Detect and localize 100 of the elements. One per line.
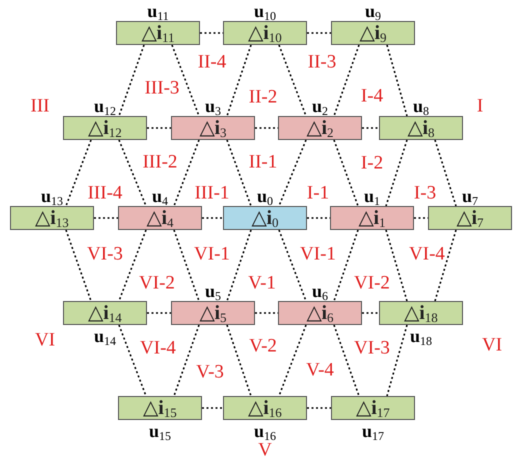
voltage-label: u$_{9}$ — [365, 2, 381, 20]
dotted-connector — [307, 217, 330, 219]
sector-label: V-3 — [196, 362, 224, 382]
current-symbol: △i$_{4}$ — [146, 208, 174, 228]
dotted-connector — [171, 44, 200, 116]
current-symbol: △i$_{18}$ — [404, 303, 438, 323]
sector-label: II-2 — [248, 88, 278, 106]
dotted-connector — [278, 140, 307, 206]
dotted-connector — [434, 140, 457, 206]
dotted-connector — [173, 140, 200, 206]
sector-label: VI-1 — [194, 244, 230, 264]
sector-label: II-4 — [198, 52, 226, 72]
sector-label: VI-3 — [354, 338, 390, 358]
dotted-connector — [362, 312, 379, 314]
voltage-label: u$_{13}$ — [41, 187, 63, 205]
sector-label: III-1 — [194, 184, 230, 202]
sector-label: II-3 — [308, 52, 336, 72]
dotted-connector — [307, 407, 331, 409]
voltage-label: u$_{12}$ — [94, 97, 116, 115]
voltage-label: u$_{17}$ — [362, 422, 384, 440]
voltage-label: u$_{3}$ — [205, 97, 221, 115]
current-symbol: △i$_{1}$ — [358, 208, 386, 228]
sector-label: V-4 — [306, 360, 334, 380]
sector-label: III-4 — [88, 184, 122, 202]
sector-label: I — [476, 96, 484, 116]
current-symbol: △i$_{8}$ — [407, 118, 435, 138]
current-symbol: △i$_{11}$ — [141, 23, 175, 43]
dotted-connector — [333, 140, 359, 206]
sector-label: III-3 — [144, 78, 180, 98]
voltage-label: u$_{15}$ — [149, 422, 171, 440]
dotted-connector — [278, 324, 307, 396]
sector-label: II-1 — [248, 152, 278, 172]
dotted-connector — [65, 140, 92, 206]
voltage-label: u$_{1}$ — [364, 187, 380, 205]
sector-label: VI-2 — [139, 274, 175, 292]
sector-label: VI-3 — [87, 244, 123, 264]
dotted-connector — [333, 324, 360, 396]
sector-label: I-4 — [360, 86, 384, 106]
dotted-connector — [147, 312, 171, 314]
dotted-connector — [333, 230, 359, 302]
dotted-connector — [307, 32, 331, 34]
current-symbol: △i$_{7}$ — [456, 208, 484, 228]
dotted-connector — [94, 217, 118, 219]
dotted-connector — [173, 324, 200, 396]
current-symbol: △i$_{15}$ — [143, 398, 177, 418]
dotted-connector — [118, 324, 147, 396]
current-symbol: △i$_{0}$ — [251, 208, 279, 228]
dotted-connector — [414, 217, 428, 219]
dotted-connector — [147, 127, 171, 129]
sector-label: I-2 — [360, 154, 384, 172]
current-symbol: △i$_{9}$ — [359, 23, 387, 43]
dotted-connector — [118, 44, 145, 116]
dotted-connector — [226, 140, 252, 206]
sector-label: V-2 — [249, 336, 277, 356]
voltage-label: u$_{14}$ — [94, 327, 116, 345]
dotted-connector — [226, 324, 252, 396]
sector-label: VI-2 — [354, 274, 390, 292]
dotted-connector — [200, 32, 223, 34]
dotted-connector — [226, 44, 252, 116]
sector-label: I-3 — [414, 184, 436, 202]
dotted-connector — [255, 312, 278, 314]
sector-label: VI — [482, 336, 502, 354]
sector-label: V-1 — [248, 274, 276, 292]
dotted-connector — [386, 44, 408, 116]
voltage-label: u$_{8}$ — [413, 97, 429, 115]
voltage-label: u$_{2}$ — [312, 97, 328, 115]
dotted-connector — [173, 230, 200, 302]
voltage-label: u$_{11}$ — [147, 2, 169, 20]
dotted-connector — [202, 407, 223, 409]
sector-label: VI — [34, 330, 56, 350]
voltage-label: u$_{6}$ — [312, 282, 328, 300]
current-symbol: △i$_{16}$ — [248, 398, 282, 418]
sector-label: VI-4 — [140, 338, 176, 358]
voltage-label: u$_{0}$ — [257, 187, 273, 205]
dotted-connector — [118, 230, 147, 302]
voltage-label: u$_{18}$ — [410, 327, 432, 345]
dotted-connector — [385, 230, 408, 302]
dotted-connector — [385, 140, 408, 206]
current-symbol: △i$_{2}$ — [306, 118, 334, 138]
dotted-connector — [362, 127, 379, 129]
dotted-connector — [255, 127, 278, 129]
dotted-connector — [118, 140, 147, 206]
voltage-label: u$_{5}$ — [205, 282, 221, 300]
voltage-label: u$_{16}$ — [254, 422, 276, 440]
dotted-connector — [386, 324, 408, 396]
sector-label: III-2 — [142, 152, 178, 172]
sector-label: I-1 — [306, 184, 330, 202]
voltage-label: u$_{4}$ — [152, 187, 168, 205]
dotted-connector — [226, 230, 252, 302]
current-symbol: △i$_{3}$ — [199, 118, 227, 138]
current-symbol: △i$_{5}$ — [199, 303, 227, 323]
dotted-connector — [434, 230, 457, 302]
current-symbol: △i$_{17}$ — [356, 398, 390, 418]
dotted-connector — [278, 230, 307, 302]
voltage-label: u$_{7}$ — [462, 187, 478, 205]
current-symbol: △i$_{6}$ — [306, 303, 334, 323]
dotted-connector — [278, 44, 307, 116]
current-symbol: △i$_{14}$ — [88, 303, 122, 323]
sector-label: III — [30, 96, 50, 116]
voltage-label: u$_{10}$ — [254, 2, 276, 20]
